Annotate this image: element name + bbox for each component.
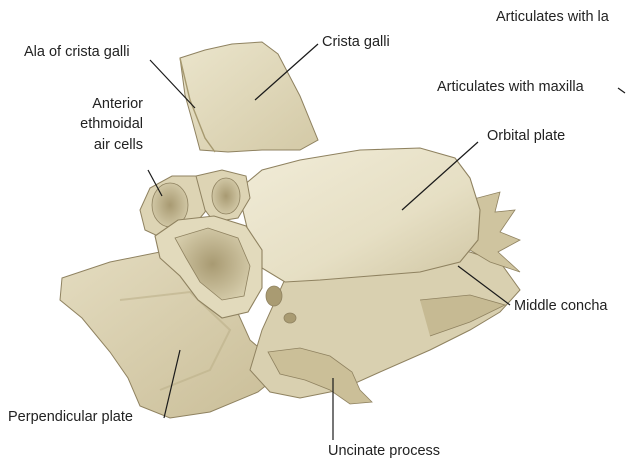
label-anterior-ethmoidal-line2: ethmoidal bbox=[50, 116, 143, 133]
label-anterior-ethmoidal-line1: Anterior bbox=[50, 96, 143, 113]
label-articulates-maxilla: Articulates with maxilla bbox=[437, 79, 584, 96]
label-perpendicular-plate: Perpendicular plate bbox=[8, 409, 133, 426]
label-orbital-plate: Orbital plate bbox=[487, 128, 565, 145]
label-middle-concha: Middle concha bbox=[514, 298, 608, 315]
leader-articulates-maxilla bbox=[618, 88, 625, 93]
label-anterior-ethmoidal-line3: air cells bbox=[50, 137, 143, 154]
crista-galli-shape bbox=[180, 42, 318, 152]
label-ala-of-crista-galli: Ala of crista galli bbox=[24, 44, 130, 61]
label-crista-galli: Crista galli bbox=[322, 34, 390, 51]
label-articulates-lacrimal: Articulates with la bbox=[496, 9, 609, 26]
label-uncinate-process: Uncinate process bbox=[328, 443, 440, 460]
orbital-plate-shape bbox=[238, 148, 480, 282]
